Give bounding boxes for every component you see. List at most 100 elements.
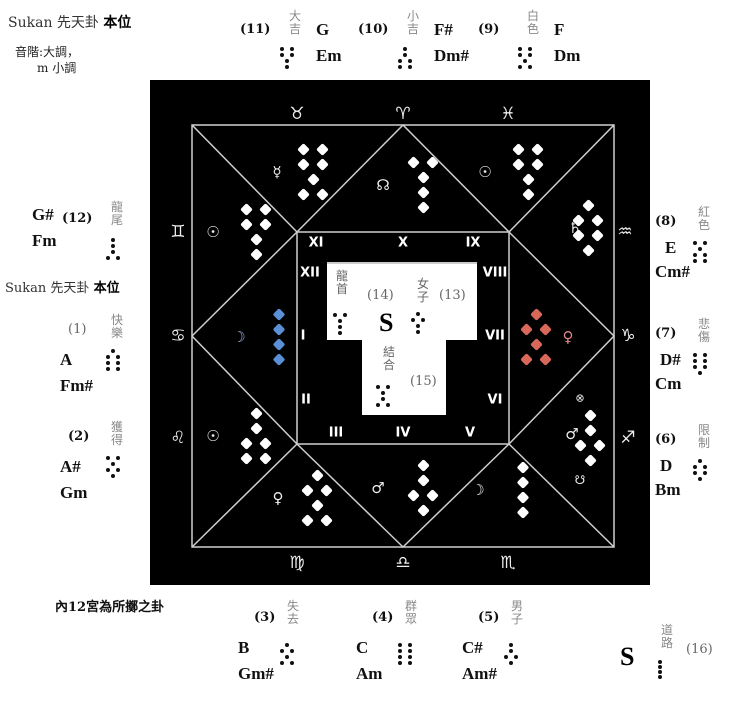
dot <box>698 476 702 481</box>
dot <box>529 338 543 351</box>
minor-key: Am# <box>462 664 497 683</box>
dot <box>416 311 420 316</box>
dot <box>259 218 272 231</box>
dot <box>272 353 286 366</box>
chart-title: Sukan 先天卦 本位 <box>8 12 131 32</box>
virgo-icon: ♍ <box>289 553 305 573</box>
figure-name: 大吉 <box>288 9 301 36</box>
dot <box>693 258 697 263</box>
major-key: F# <box>434 20 453 39</box>
geomancy-board: ♉ ♈ ♓ ♊ ♒ ♋ ♑ ♌ ♐ ♍ ♎ ♏ ☿ ☊ ☉ ☉ ♄ ☽ ♀ ☉ … <box>150 80 650 585</box>
dot <box>408 642 412 647</box>
dot <box>381 396 385 401</box>
dot <box>343 312 347 317</box>
dot <box>509 648 513 653</box>
dot <box>416 201 430 214</box>
dot <box>116 467 120 472</box>
figure-number: (16) <box>686 642 713 657</box>
figure-dots <box>333 312 347 335</box>
dot <box>116 366 120 371</box>
dot <box>398 64 402 69</box>
dot <box>703 464 707 469</box>
major-key: C <box>356 638 369 657</box>
dot <box>301 484 314 497</box>
dot <box>272 323 286 336</box>
dot <box>693 364 697 369</box>
dot <box>259 437 272 450</box>
figure-number: (3) <box>254 610 276 625</box>
aries-icon: ♈ <box>395 104 411 124</box>
figure-number: (10) <box>358 22 389 37</box>
dot <box>111 249 115 254</box>
figure-number: (14) <box>367 288 394 303</box>
dot <box>249 407 263 420</box>
dot <box>316 188 329 201</box>
dot <box>583 454 597 467</box>
figure-dots <box>693 240 707 263</box>
figure-name: 龍首 <box>335 269 348 296</box>
house-x: X <box>397 235 409 251</box>
dot <box>520 353 533 366</box>
dot <box>386 402 390 407</box>
dot <box>249 422 263 435</box>
center-s: S <box>379 308 394 337</box>
dot <box>658 670 662 674</box>
house-vi: VI <box>487 392 503 408</box>
figure-dots <box>106 455 120 478</box>
dot <box>285 654 289 659</box>
dot <box>693 358 697 363</box>
dot <box>111 461 115 466</box>
dot <box>111 473 115 478</box>
venus-icon: ♀ <box>562 328 574 346</box>
sun-icon: ☉ <box>206 223 220 241</box>
figure-dots <box>658 660 662 679</box>
figure-name: 群眾 <box>404 599 417 626</box>
dot <box>280 52 284 57</box>
house-iv: IV <box>395 425 411 441</box>
dot <box>376 402 380 407</box>
board-figure-vii <box>520 308 552 366</box>
figure-dots <box>333 312 347 335</box>
mercury-icon: ☿ <box>272 163 282 181</box>
figure-dots <box>280 46 294 69</box>
side-title-prefix: Sukan 先天卦 <box>5 281 90 296</box>
dot <box>523 58 527 63</box>
dot <box>698 370 702 375</box>
taurus-icon: ♉ <box>289 104 305 124</box>
figure-name: 快樂 <box>110 313 123 340</box>
dot <box>574 439 587 452</box>
dot <box>285 64 289 69</box>
dot <box>426 156 439 169</box>
dot <box>407 489 420 502</box>
dot <box>285 58 289 63</box>
board-figure-x <box>407 156 439 214</box>
dot <box>416 474 430 487</box>
figure-name: 龍尾 <box>110 200 123 227</box>
inner-box-bottom: 結合 (15) <box>362 340 446 415</box>
moon-icon: ☽ <box>232 328 246 346</box>
dot <box>529 308 543 321</box>
dot <box>338 324 342 329</box>
dot <box>509 660 513 665</box>
dot <box>290 46 294 51</box>
dot <box>516 476 530 489</box>
dot <box>416 171 430 184</box>
dot <box>512 158 525 171</box>
dot <box>518 64 522 69</box>
dot <box>521 188 535 201</box>
board-figure-viii <box>572 199 604 257</box>
north-node-icon: ☊ <box>376 176 390 194</box>
dot <box>693 352 697 357</box>
dot <box>297 158 310 171</box>
dot <box>703 352 707 357</box>
figure-number: (4) <box>372 610 394 625</box>
board-figure-xii <box>240 203 272 261</box>
figure-dots <box>106 348 120 371</box>
gemini-icon: ♊ <box>170 222 186 242</box>
board-figure-iii <box>301 469 333 527</box>
dot <box>338 330 342 335</box>
minor-key: Em <box>316 46 342 65</box>
dot <box>398 654 402 659</box>
dot <box>290 648 294 653</box>
inner-box-top: 龍首 (14) S 女子 (13) <box>327 262 477 340</box>
